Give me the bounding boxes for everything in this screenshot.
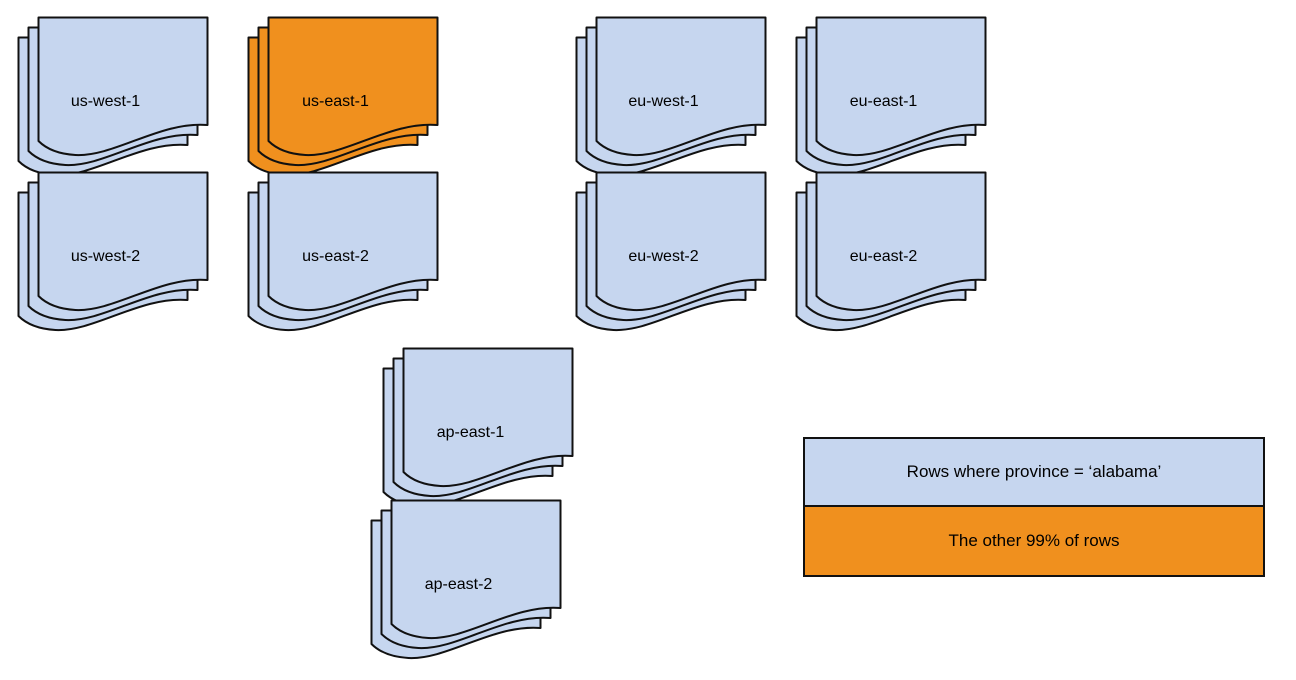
legend-row-blue: Rows where province = ‘alabama’ — [805, 439, 1263, 507]
document-stack-shape-us-east-1 — [247, 16, 439, 177]
document-stack-shape-us-west-2 — [17, 171, 209, 332]
document-stack-us-east-2[interactable]: us-east-2 — [247, 171, 478, 347]
document-stack-us-west-2[interactable]: us-west-2 — [17, 171, 248, 347]
document-stack-ap-east-2[interactable]: ap-east-2 — [370, 499, 601, 675]
document-stack-us-east-1[interactable]: us-east-1 — [247, 16, 478, 192]
document-stack-shape-eu-east-2 — [795, 171, 987, 332]
document-sheet — [37, 171, 209, 312]
document-stack-shape-ap-east-2 — [370, 499, 562, 660]
document-sheet — [267, 16, 439, 157]
document-stack-shape-us-east-2 — [247, 171, 439, 332]
document-stack-shape-eu-west-1 — [575, 16, 767, 177]
document-sheet — [390, 499, 562, 640]
document-stack-eu-west-2[interactable]: eu-west-2 — [575, 171, 806, 347]
document-sheet — [267, 171, 439, 312]
document-stack-eu-west-1[interactable]: eu-west-1 — [575, 16, 806, 192]
document-stack-eu-east-2[interactable]: eu-east-2 — [795, 171, 1026, 347]
document-sheet — [595, 171, 767, 312]
document-sheet — [815, 171, 987, 312]
document-stack-us-west-1[interactable]: us-west-1 — [17, 16, 248, 192]
document-sheet — [595, 16, 767, 157]
document-stack-ap-east-1[interactable]: ap-east-1 — [382, 347, 613, 523]
document-sheet — [402, 347, 574, 488]
legend-row-orange: The other 99% of rows — [805, 507, 1263, 575]
document-stack-shape-eu-east-1 — [795, 16, 987, 177]
document-sheet — [37, 16, 209, 157]
document-stack-shape-us-west-1 — [17, 16, 209, 177]
document-stack-shape-eu-west-2 — [575, 171, 767, 332]
document-stack-shape-ap-east-1 — [382, 347, 574, 508]
legend: Rows where province = ‘alabama’ The othe… — [803, 437, 1265, 577]
document-stack-eu-east-1[interactable]: eu-east-1 — [795, 16, 1026, 192]
document-sheet — [815, 16, 987, 157]
